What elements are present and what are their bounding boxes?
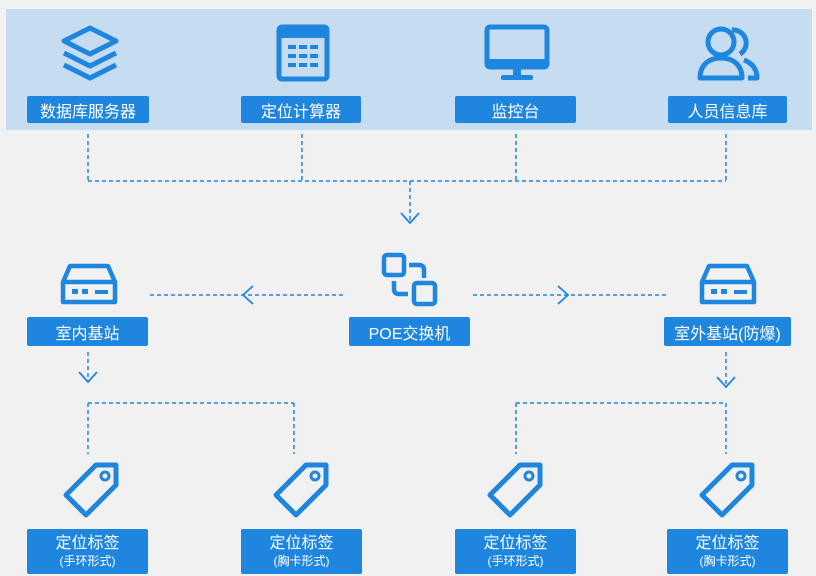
calculator-icon <box>276 24 330 82</box>
node-label-database-server: 数据库服务器 <box>27 96 149 123</box>
node-label-personnel-database: 人员信息库 <box>668 96 787 123</box>
node-label-tag-badge: 定位标签 (胸卡形式) <box>241 529 362 574</box>
node-label-monitor-console: 监控台 <box>455 96 576 123</box>
arrow-down-icon <box>716 376 736 389</box>
tag-title: 定位标签 <box>55 534 120 552</box>
monitor-icon <box>484 24 550 80</box>
tag-icon <box>699 462 755 518</box>
tag-icon <box>273 462 329 518</box>
arrow-down-icon <box>78 371 98 384</box>
node-label-tag-badge: 定位标签 (胸卡形式) <box>667 529 788 574</box>
users-icon <box>697 26 760 81</box>
node-label-outdoor-station: 室外基站(防爆) <box>664 317 791 346</box>
server-box-icon <box>699 263 757 305</box>
tag-subtitle: (胸卡形式) <box>699 553 756 568</box>
tag-icon <box>63 462 119 518</box>
server-box-icon <box>60 263 118 305</box>
switch-icon <box>381 252 438 307</box>
tag-title: 定位标签 <box>483 534 548 552</box>
arrow-down-icon <box>400 212 420 225</box>
tag-subtitle: (手环形式) <box>59 553 116 568</box>
arrow-right-icon <box>557 285 570 305</box>
tag-title: 定位标签 <box>269 534 334 552</box>
node-label-poe-switch: POE交换机 <box>349 317 470 346</box>
node-label-tag-wristband: 定位标签 (手环形式) <box>27 529 148 574</box>
node-label-tag-wristband: 定位标签 (手环形式) <box>455 529 576 574</box>
tag-title: 定位标签 <box>695 534 760 552</box>
tag-subtitle: (手环形式) <box>487 553 544 568</box>
node-label-location-calculator: 定位计算器 <box>241 96 361 123</box>
database-layers-icon <box>61 25 119 81</box>
tag-subtitle: (胸卡形式) <box>273 553 330 568</box>
node-label-indoor-station: 室内基站 <box>27 317 148 346</box>
arrow-left-icon <box>241 285 254 305</box>
tag-icon <box>487 462 543 518</box>
